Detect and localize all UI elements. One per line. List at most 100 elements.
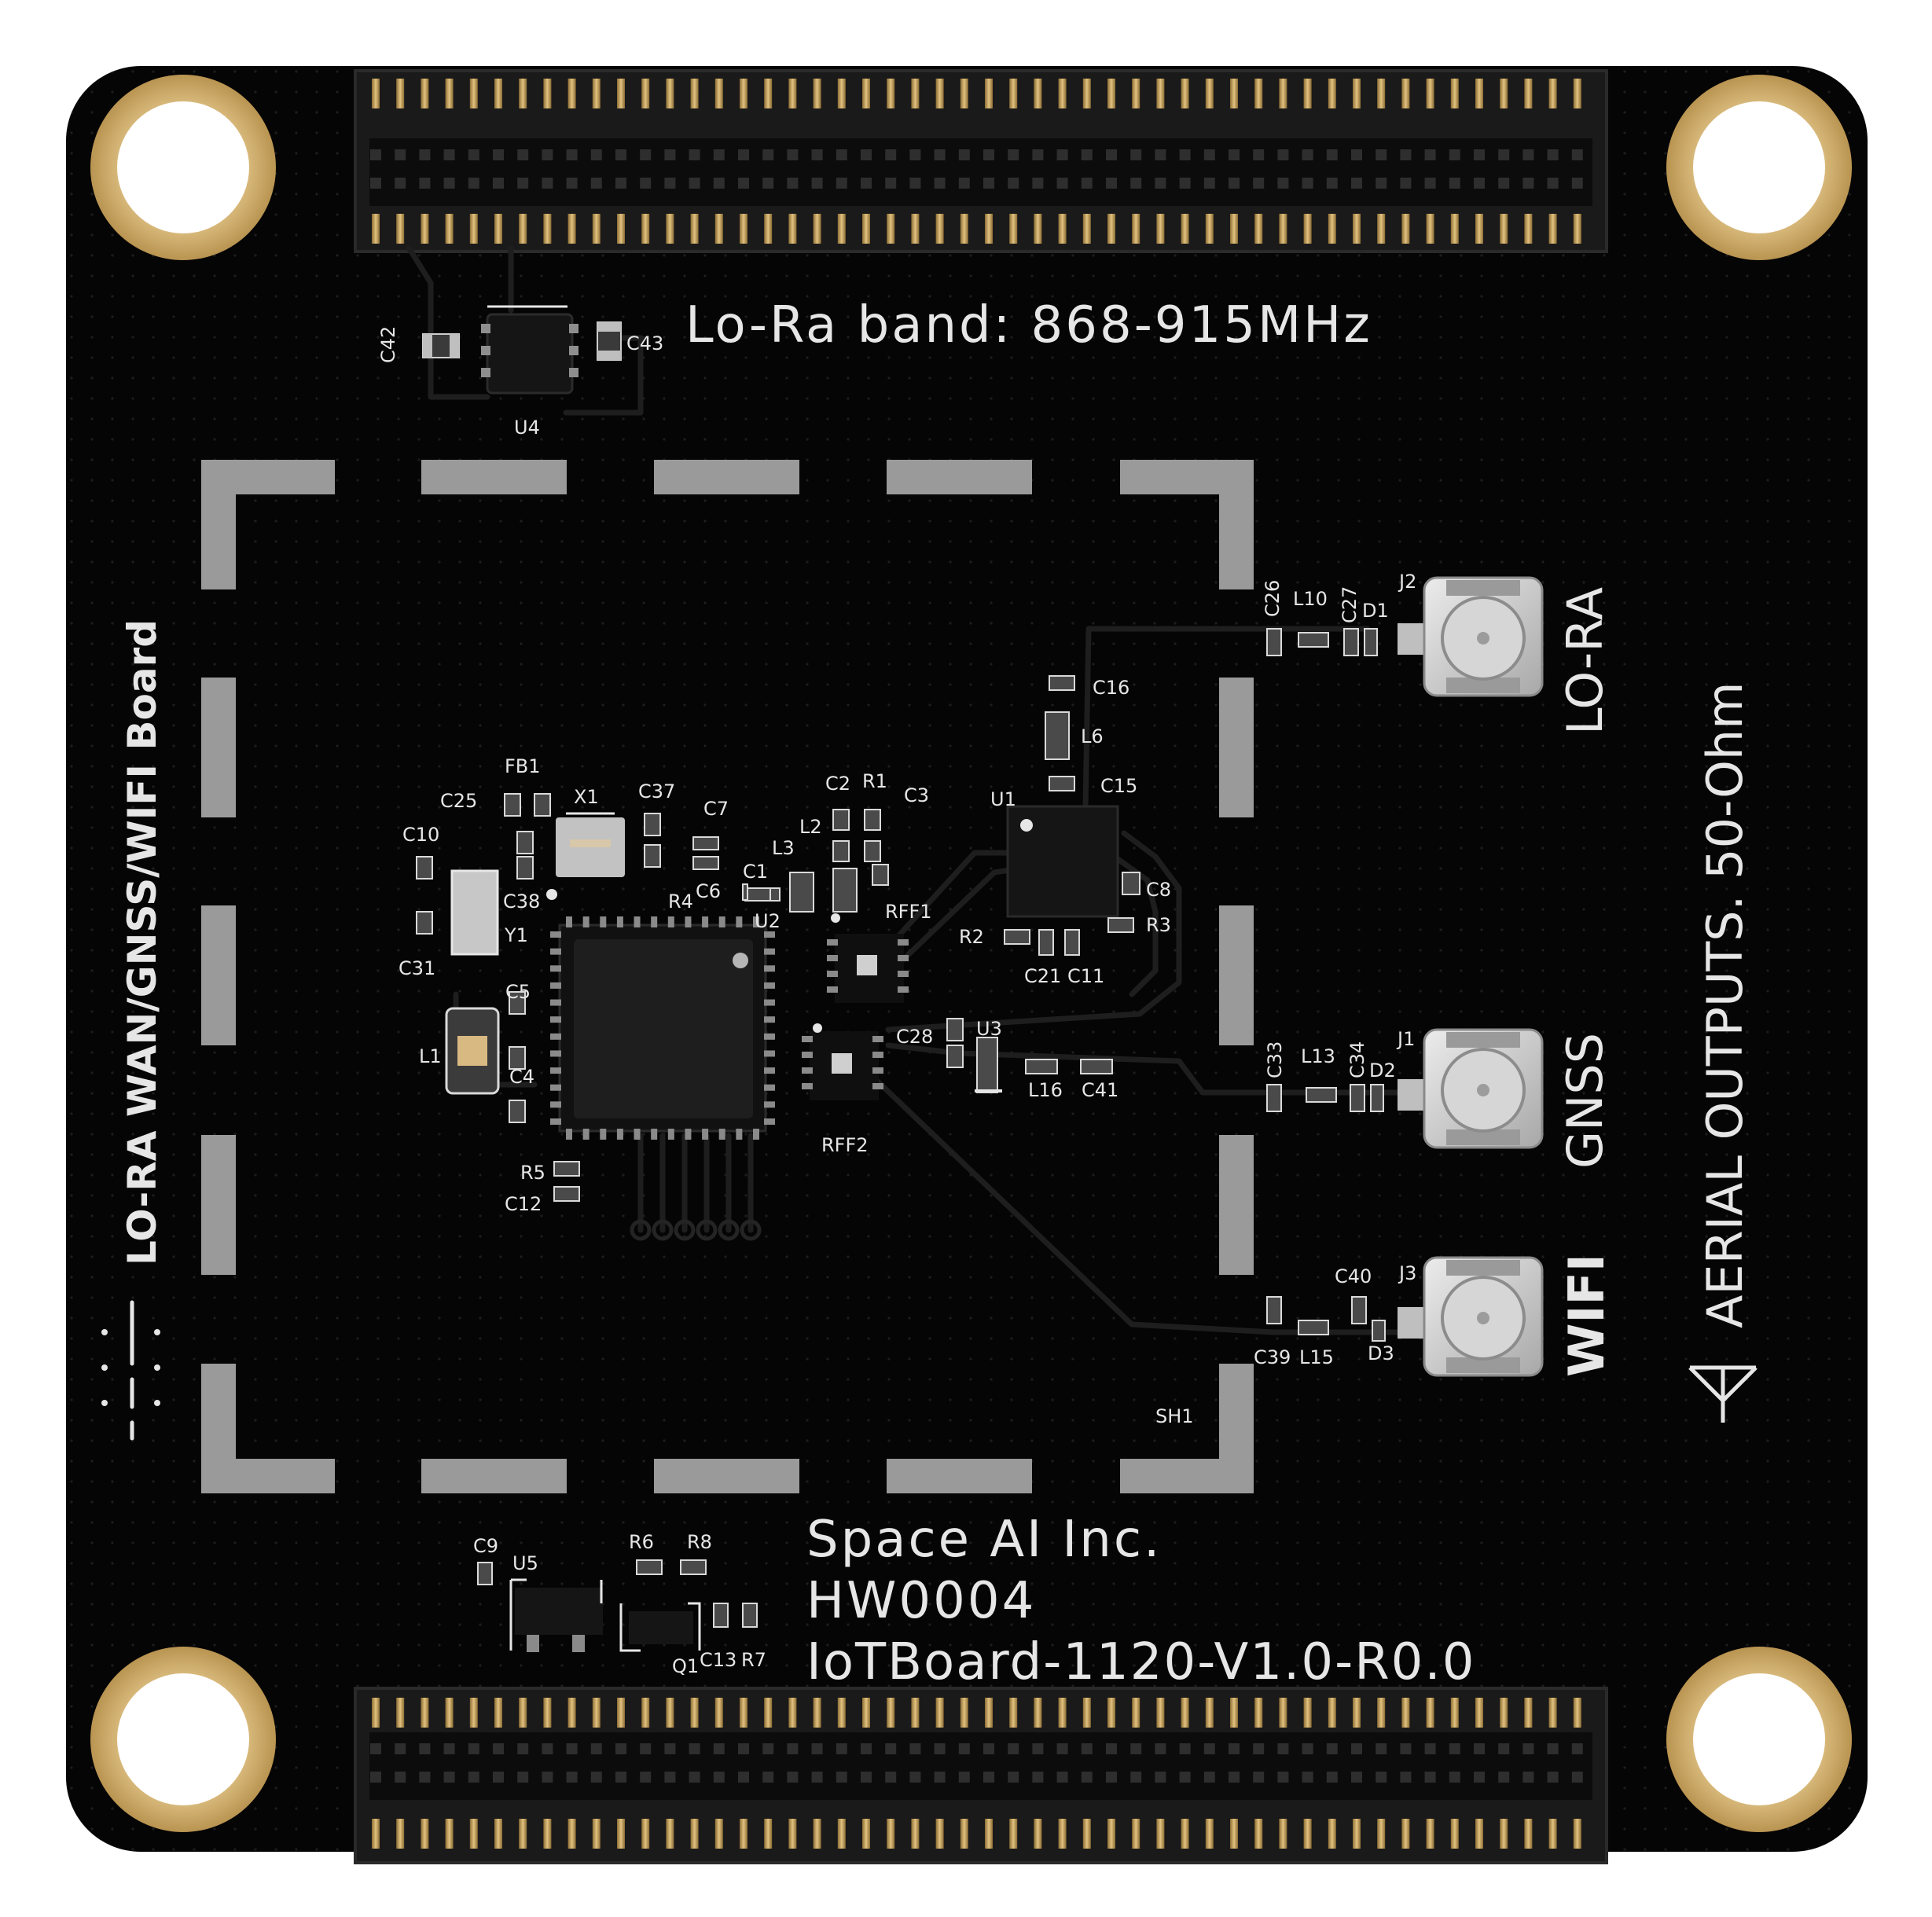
header-pin (641, 1698, 650, 1728)
socket-hole (1229, 1743, 1240, 1754)
header-pin (1181, 214, 1189, 244)
silkscreen-logo (101, 1300, 160, 1441)
socket-hole (517, 149, 529, 160)
socket-hole (1008, 1772, 1019, 1783)
socket-hole (1302, 1772, 1313, 1783)
qfn-pad (616, 1129, 623, 1140)
header-pin (592, 79, 601, 108)
socket-hole (1277, 149, 1289, 160)
header-pin (887, 1819, 895, 1849)
header-pin (1058, 1819, 1067, 1849)
refdes-j1: J1 (1396, 1028, 1415, 1050)
socket-hole (885, 1743, 897, 1754)
socket-hole (1229, 178, 1240, 189)
socket-hole (493, 1743, 504, 1754)
refdes-r2: R2 (959, 926, 984, 948)
socket-hole (811, 178, 823, 189)
qfn-pad (550, 965, 561, 972)
socket-hole (762, 178, 774, 189)
header-pin (1401, 214, 1410, 244)
qfn-pad (550, 982, 561, 989)
qfn-pad (550, 999, 561, 1006)
qfn-pad (550, 1016, 561, 1023)
antenna-label-gnss: GNSS (1556, 1033, 1614, 1169)
header-pin (960, 1698, 968, 1728)
header-pin (1009, 1819, 1018, 1849)
header-pin (1230, 214, 1238, 244)
header-pin (421, 1819, 429, 1849)
socket-hole (762, 149, 774, 160)
header-pin (1132, 1819, 1140, 1849)
header-pin (543, 1698, 552, 1728)
header-pin (519, 1698, 527, 1728)
main-mcu-qfn (550, 916, 775, 1140)
header-pin (543, 1819, 552, 1849)
header-pin (740, 79, 747, 108)
header-pin (1377, 79, 1386, 108)
header-pin (1009, 79, 1018, 108)
refdes-l2: L2 (799, 816, 822, 838)
socket-hole (1032, 149, 1044, 160)
header-pin (641, 79, 650, 108)
header-pin (592, 214, 601, 244)
header-pin (1377, 214, 1386, 244)
rff2-pin1-marker (813, 1023, 822, 1033)
qfn-pad (550, 931, 561, 938)
socket-hole (1081, 1743, 1093, 1754)
socket-hole (590, 1772, 602, 1783)
socket-hole (787, 149, 799, 160)
refdes-c7: C7 (703, 798, 729, 820)
header-pin (1426, 1698, 1434, 1728)
header-pin (837, 79, 846, 108)
socket-hole (1571, 178, 1583, 189)
header-pin (1524, 214, 1533, 244)
header-pin (740, 214, 747, 244)
qfn-pad (764, 948, 775, 955)
j3-wifi-connector (1398, 1256, 1544, 1377)
header-pin (887, 79, 895, 108)
socket-hole (885, 149, 897, 160)
header-pin (543, 79, 552, 108)
refdes-c42: C42 (377, 326, 399, 363)
header-pin (1181, 79, 1189, 108)
socket-hole (1106, 178, 1117, 189)
header-pin (421, 214, 429, 244)
header-pin (1034, 1819, 1042, 1849)
rff2-package (802, 1031, 883, 1100)
socket-hole (1547, 1743, 1559, 1754)
header-pin (788, 1819, 797, 1849)
band-label: Lo-Ra band: 868-915MHz (685, 296, 1372, 354)
qfn-pad (651, 1129, 658, 1140)
header-pin (788, 214, 797, 244)
refdes-c9: C9 (473, 1535, 498, 1557)
via-pads (630, 1219, 762, 1241)
socket-hole (542, 149, 553, 160)
qfn-pad (616, 916, 623, 927)
refdes-q1: Q1 (672, 1655, 699, 1677)
socket-hole (1008, 1743, 1019, 1754)
socket-hole (1106, 149, 1117, 160)
header-pin (1524, 1698, 1533, 1728)
header-pin (1058, 1698, 1067, 1728)
revision-label: IoTBoard-1120-V1.0-R0.0 (806, 1633, 1475, 1691)
socket-hole (983, 1743, 994, 1754)
qfn-pad (582, 1129, 590, 1140)
socket-hole (1130, 1743, 1142, 1754)
header-pin (813, 1819, 821, 1849)
socket-hole (1376, 1772, 1387, 1783)
refdes-u5: U5 (512, 1552, 538, 1574)
refdes-c31: C31 (399, 957, 435, 979)
qfn-pad (764, 1016, 775, 1023)
socket-hole (1032, 1772, 1044, 1783)
header-pin (887, 1698, 895, 1728)
socket-hole (1474, 1743, 1485, 1754)
refdes-r5: R5 (520, 1162, 545, 1184)
qfn-pad (634, 1129, 641, 1140)
socket-hole (1302, 178, 1313, 189)
socket-hole (787, 1772, 799, 1783)
socket-hole (934, 1743, 946, 1754)
header-pin (445, 1698, 454, 1728)
header-pin (1132, 79, 1140, 108)
socket-hole (738, 1772, 749, 1783)
header-pin (911, 79, 920, 108)
